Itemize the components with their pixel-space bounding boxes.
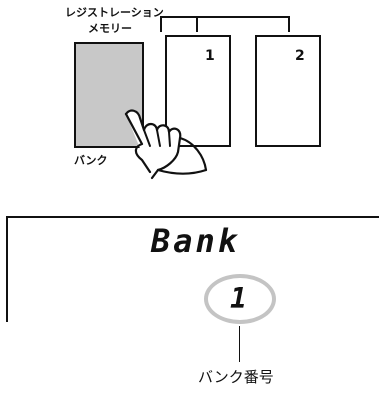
- bracket-horizontal-line: [160, 16, 290, 18]
- lcd-bank-number: 1: [230, 282, 247, 315]
- callout-line: [239, 326, 240, 362]
- lcd-top-border: [6, 216, 379, 218]
- bank-number-caption: バンク番号: [198, 368, 274, 386]
- bracket-tick-bank: [160, 16, 162, 32]
- bank-button[interactable]: [74, 42, 144, 148]
- bank-button-label: バンク: [74, 154, 108, 167]
- bracket-tick-1: [196, 16, 198, 32]
- bracket-tick-2: [288, 16, 290, 32]
- registration-memory-label-line2: メモリー: [88, 22, 132, 35]
- registration-memory-label-line1: レジストレーション: [65, 6, 164, 19]
- memory-2-button[interactable]: 2: [255, 35, 321, 147]
- bank-number-highlight: [204, 274, 276, 324]
- lcd-bank-text: Bank: [151, 222, 241, 260]
- lcd-left-border: [6, 216, 8, 322]
- memory-1-number: 1: [205, 48, 215, 64]
- lcd-display: Bank 1: [6, 216, 379, 324]
- pressing-hand-icon: [124, 109, 208, 180]
- memory-2-number: 2: [295, 48, 305, 64]
